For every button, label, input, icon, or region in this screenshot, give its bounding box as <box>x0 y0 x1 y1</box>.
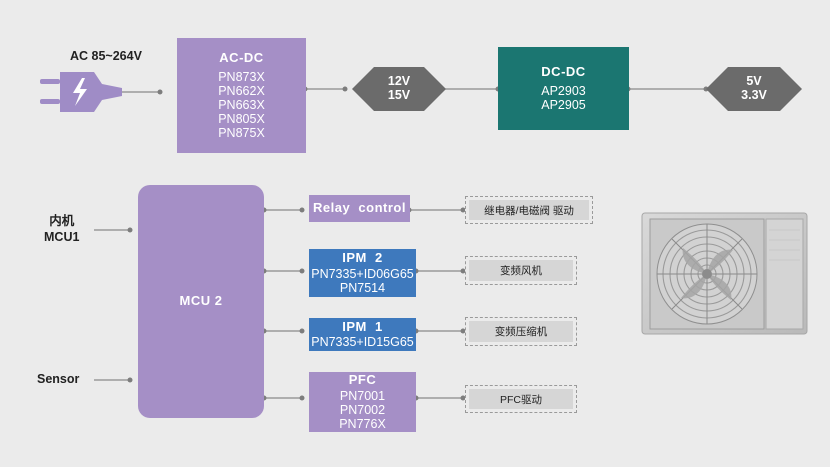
ipm2-target: 变频风机 <box>465 256 577 285</box>
rail1-diamond <box>352 67 446 111</box>
ac-dc-part: PN875X <box>218 125 265 140</box>
mcu1-label: 内机 MCU1 <box>44 214 79 245</box>
rail1-label: 12V 15V <box>374 67 424 111</box>
pfc-block: PFC PN7001 PN7002 PN776X <box>309 372 416 432</box>
input-voltage-label: AC 85~264V <box>70 49 142 63</box>
rail2-label: 5V 3.3V <box>728 67 780 111</box>
power-plug-icon <box>40 66 126 118</box>
relay-title: Relay control <box>313 200 406 216</box>
mcu1-label-line: 内机 <box>49 214 75 228</box>
mcu2-title: MCU 2 <box>179 293 223 309</box>
dc-dc-part: AP2903 <box>541 84 586 99</box>
dc-dc-block: DC-DC AP2903 AP2905 <box>498 47 629 130</box>
sensor-label: Sensor <box>37 372 80 386</box>
ipm2-block: IPM 2 PN7335+ID06G65 PN7514 <box>309 249 416 297</box>
rail1-voltage: 12V <box>387 74 411 89</box>
pfc-target: PFC驱动 <box>465 385 577 413</box>
ipm1-target-label: 变频压缩机 <box>469 321 573 342</box>
dc-dc-title: DC-DC <box>541 63 586 79</box>
rail2-voltage: 5V <box>746 74 762 89</box>
ac-dc-part: PN805X <box>218 111 265 126</box>
ipm2-part: PN7514 <box>339 280 386 295</box>
ipm2-part: PN7335+ID06G65 <box>311 266 414 281</box>
relay-control-block: Relay control <box>309 195 410 222</box>
ipm1-target: 变频压缩机 <box>465 317 577 346</box>
relay-target: 继电器/电磁阀 驱动 <box>465 196 593 224</box>
ipm1-part: PN7335+ID15G65 <box>311 334 414 349</box>
ipm1-block: IPM 1 PN7335+ID15G65 <box>309 318 416 351</box>
ipm2-target-label: 变频风机 <box>469 260 573 281</box>
ac-dc-block: AC-DC PN873X PN662X PN663X PN805X PN875X <box>177 38 306 153</box>
air-conditioner-outdoor-unit <box>641 210 809 337</box>
ipm1-title: IPM 1 <box>342 319 383 335</box>
pfc-title: PFC <box>348 371 377 387</box>
ac-dc-part: PN662X <box>218 83 265 98</box>
pfc-target-label: PFC驱动 <box>469 389 573 409</box>
ac-dc-title: AC-DC <box>219 50 264 66</box>
pfc-part: PN7002 <box>339 403 386 418</box>
dc-dc-part: AP2905 <box>541 98 586 113</box>
mcu2-block: MCU 2 <box>138 185 264 418</box>
rail2-diamond <box>706 67 802 111</box>
ac-dc-part: PN873X <box>218 69 265 84</box>
rail2-voltage: 3.3V <box>741 88 767 102</box>
rail1-voltage: 15V <box>387 88 411 102</box>
pfc-part: PN7001 <box>339 389 386 404</box>
mcu1-label-line: MCU1 <box>44 229 80 244</box>
pfc-part: PN776X <box>339 417 386 432</box>
relay-target-label: 继电器/电磁阀 驱动 <box>469 200 589 220</box>
ipm2-title: IPM 2 <box>342 250 383 266</box>
ac-dc-part: PN663X <box>218 97 265 112</box>
